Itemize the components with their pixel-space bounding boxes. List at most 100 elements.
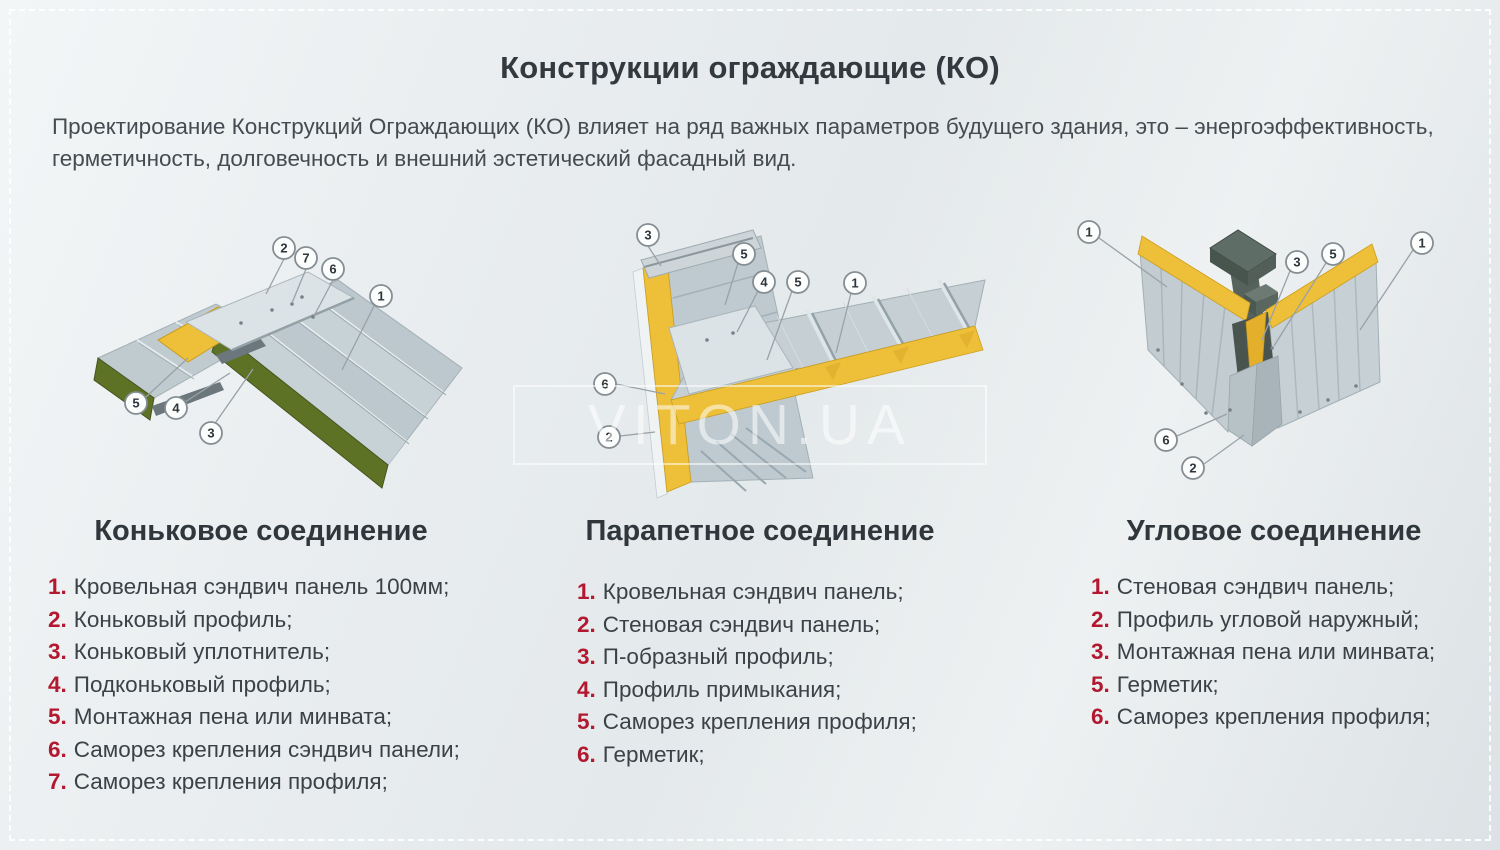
item-text: Стеновая сэндвич панель; bbox=[602, 611, 881, 637]
list-item: 2.Стеновая сэндвич панель; bbox=[577, 609, 1047, 642]
section-title-parapet: Парапетное соединение bbox=[585, 515, 935, 547]
list-item: 2.Профиль угловой наружный; bbox=[1091, 604, 1500, 637]
intro-line-2: герметичность, долговечность и внешний э… bbox=[52, 145, 797, 171]
right-roof-slope bbox=[211, 279, 463, 489]
list-item: 3.П-образный профиль; bbox=[577, 641, 1047, 674]
callout-badge: 2 bbox=[1189, 461, 1196, 476]
callout-badge: 6 bbox=[329, 262, 336, 277]
item-text: П-образный профиль; bbox=[602, 644, 834, 669]
callout-badge: 5 bbox=[794, 275, 801, 290]
callout-badge: 6 bbox=[601, 377, 608, 392]
item-text: Саморез крепления профиля; bbox=[73, 769, 388, 794]
item-number: 4. bbox=[577, 676, 596, 702]
list-item: 4.Профиль примыкания; bbox=[577, 674, 1047, 707]
item-number: 5. bbox=[48, 704, 67, 729]
ridge-joint-diagram: 2 7 6 1 5 4 3 bbox=[93, 236, 463, 489]
item-text: Коньковый уплотнитель; bbox=[73, 639, 331, 664]
item-number: 4. bbox=[48, 671, 67, 697]
list-item: 6.Саморез крепления сэндвич панели; bbox=[48, 734, 518, 767]
callout-badge: 2 bbox=[605, 430, 612, 445]
callout-badge: 6 bbox=[1162, 433, 1169, 448]
corner-callouts: 1 3 5 1 6 2 bbox=[1077, 220, 1434, 480]
item-number: 3. bbox=[577, 644, 596, 669]
item-text: Саморез крепления сэндвич панели; bbox=[73, 736, 460, 762]
item-text: Кровельная сэндвич панель; bbox=[602, 579, 904, 604]
item-number: 2. bbox=[1091, 606, 1110, 632]
item-number: 1. bbox=[577, 579, 596, 604]
item-number: 2. bbox=[577, 611, 596, 637]
list-item: 7.Саморез крепления профиля; bbox=[48, 766, 518, 799]
item-number: 7. bbox=[48, 769, 67, 794]
item-number: 6. bbox=[48, 736, 67, 762]
callout-badge: 1 bbox=[377, 289, 384, 304]
corner-screws bbox=[1156, 346, 1358, 415]
item-text: Подконьковый профиль; bbox=[73, 671, 331, 697]
roof-panel bbox=[668, 279, 986, 425]
item-number: 3. bbox=[1091, 639, 1110, 664]
item-text: Герметик; bbox=[602, 741, 705, 767]
item-number: 1. bbox=[1091, 574, 1110, 599]
left-wall-panel bbox=[1137, 235, 1251, 434]
item-text: Герметик; bbox=[1116, 671, 1219, 697]
callout-badge: 3 bbox=[1293, 255, 1300, 270]
list-item: 5.Монтажная пена или минвата; bbox=[48, 701, 518, 734]
list-item: 3.Коньковый уплотнитель; bbox=[48, 636, 518, 669]
list-item: 2.Коньковый профиль; bbox=[48, 604, 518, 637]
ridge-cover-plate bbox=[184, 271, 356, 352]
callout-badge: 1 bbox=[1418, 236, 1425, 251]
callout-badge: 5 bbox=[1329, 247, 1336, 262]
list-item: 6.Саморез крепления профиля; bbox=[1091, 701, 1500, 734]
item-text: Саморез крепления профиля; bbox=[602, 709, 917, 734]
item-text: Кровельная сэндвич панель 100мм; bbox=[73, 574, 450, 599]
callout-badge: 1 bbox=[851, 276, 858, 291]
ridge-callouts: 2 7 6 1 5 4 3 bbox=[124, 236, 393, 445]
callout-badge: 4 bbox=[760, 275, 768, 290]
list-item: 1.Кровельная сэндвич панель 100мм; bbox=[48, 571, 518, 604]
callout-badge: 2 bbox=[280, 241, 287, 256]
item-text: Профиль угловой наружный; bbox=[1116, 606, 1420, 632]
callout-badge: 3 bbox=[207, 426, 214, 441]
item-number: 6. bbox=[577, 741, 596, 767]
parts-list-parapet: 1.Кровельная сэндвич панель; 2.Стеновая … bbox=[577, 576, 1047, 771]
parapet-callout-leaders bbox=[615, 245, 852, 437]
item-number: 3. bbox=[48, 639, 67, 664]
callout-badge: 4 bbox=[172, 401, 180, 416]
list-item: 4.Подконьковый профиль; bbox=[48, 669, 518, 702]
callout-badge: 5 bbox=[132, 396, 139, 411]
list-item: 5.Герметик; bbox=[1091, 669, 1500, 702]
ridge-callout-leaders bbox=[145, 258, 376, 423]
corner-joint-diagram: 1 3 5 1 6 2 bbox=[1077, 220, 1434, 480]
item-text: Стеновая сэндвич панель; bbox=[1116, 574, 1395, 599]
page-title: Конструкции ограждающие (КО) bbox=[500, 50, 1000, 85]
item-number: 5. bbox=[1091, 671, 1110, 697]
parapet-joint-diagram: 3 5 4 5 1 6 2 bbox=[593, 223, 986, 499]
list-item: 6.Герметик; bbox=[577, 739, 1047, 772]
parts-list-corner: 1.Стеновая сэндвич панель; 2.Профиль угл… bbox=[1091, 571, 1500, 734]
right-wall-panel bbox=[1265, 243, 1381, 429]
section-title-ridge: Коньковое соединение bbox=[94, 515, 428, 547]
wall-top-cap bbox=[640, 229, 762, 279]
callout-badge: 7 bbox=[302, 251, 309, 266]
corner-callout-leaders bbox=[1098, 237, 1414, 465]
item-text: Саморез крепления профиля; bbox=[1116, 704, 1431, 729]
outer-corner-profile bbox=[1227, 355, 1283, 447]
list-item: 1.Стеновая сэндвич панель; bbox=[1091, 571, 1500, 604]
item-number: 1. bbox=[48, 574, 67, 599]
abutment-flashing bbox=[668, 305, 794, 395]
wall-panel bbox=[632, 235, 814, 499]
item-number: 2. bbox=[48, 606, 67, 632]
callout-badge: 1 bbox=[1085, 225, 1092, 240]
item-text: Монтажная пена или минвата; bbox=[73, 704, 393, 729]
section-title-corner: Угловое соединение bbox=[1126, 515, 1422, 547]
item-number: 5. bbox=[577, 709, 596, 734]
item-number: 6. bbox=[1091, 704, 1110, 729]
list-item: 5.Саморез крепления профиля; bbox=[577, 706, 1047, 739]
item-text: Коньковый профиль; bbox=[73, 606, 293, 632]
callout-badge: 5 bbox=[740, 247, 747, 262]
item-text: Монтажная пена или минвата; bbox=[1116, 639, 1436, 664]
intro-paragraph: Проектирование Конструкций Ограждающих (… bbox=[52, 111, 1462, 174]
parapet-callouts: 3 5 4 5 1 6 2 bbox=[593, 223, 867, 449]
list-item: 1.Кровельная сэндвич панель; bbox=[577, 576, 1047, 609]
callout-badge: 3 bbox=[644, 228, 651, 243]
